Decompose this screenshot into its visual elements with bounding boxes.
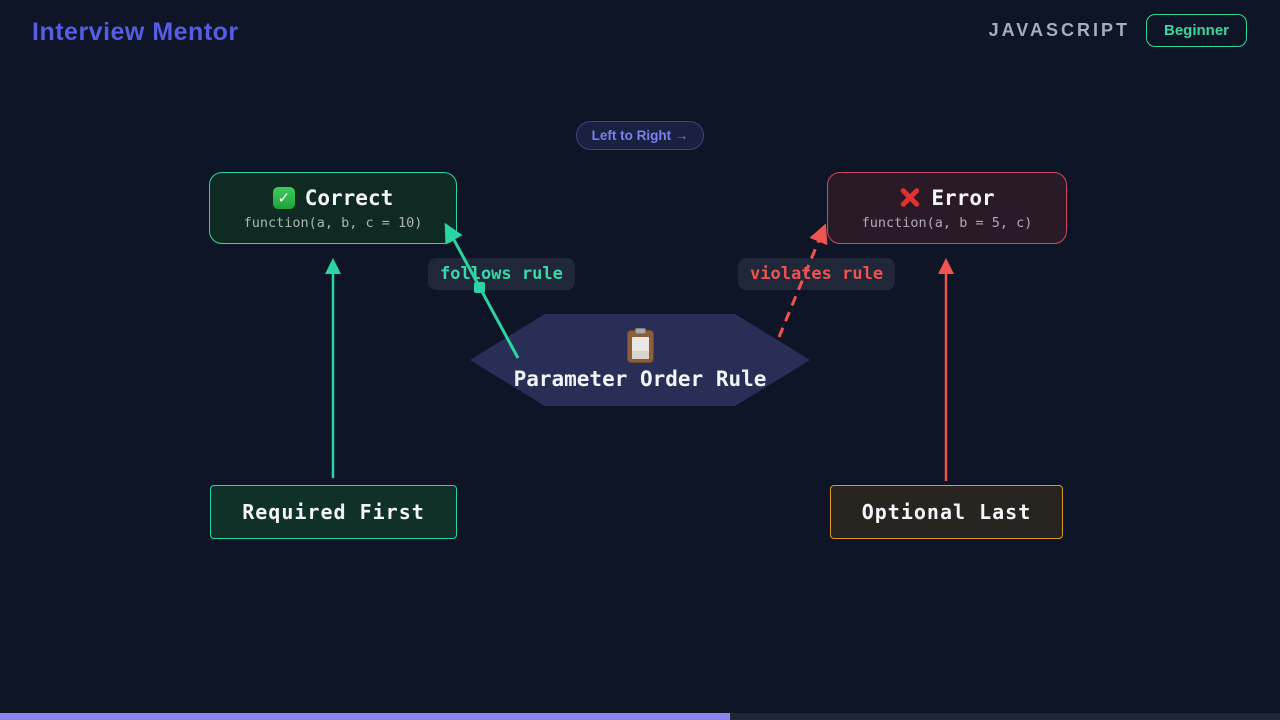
error-node-code: function(a, b = 5, c) — [861, 214, 1033, 231]
progress-bar-track — [0, 713, 1280, 720]
rule-node-label: Parameter Order Rule — [513, 366, 767, 391]
rule-node: Parameter Order Rule — [470, 314, 810, 406]
correct-node-title-row: ✓ Correct — [272, 185, 394, 210]
check-icon: ✓ — [272, 186, 295, 209]
progress-fill — [0, 713, 730, 720]
header-right-group: JAVASCRIPT Beginner — [989, 14, 1247, 47]
correct-node: ✓ Correct function(a, b, c = 10) — [209, 172, 457, 244]
correct-node-code: function(a, b, c = 10) — [243, 214, 423, 231]
error-node-title: Error — [931, 185, 995, 210]
required-first-box: Required First — [210, 485, 457, 539]
level-badge[interactable]: Beginner — [1145, 14, 1247, 47]
correct-node-title: Correct — [304, 185, 394, 210]
error-node-title-row: Error — [899, 186, 994, 210]
language-label: JAVASCRIPT — [988, 20, 1130, 40]
violates-rule-label: violates rule — [738, 258, 896, 290]
optional-last-box: Optional Last — [830, 485, 1063, 539]
flow-direction-pill: Left to Right → — [576, 121, 704, 150]
error-node: Error function(a, b = 5, c) — [827, 172, 1067, 244]
follows-rule-label: follows rule — [428, 258, 575, 290]
clipboard-icon — [626, 327, 654, 363]
app-title: Interview Mentor — [32, 18, 239, 46]
cross-icon — [899, 187, 921, 209]
